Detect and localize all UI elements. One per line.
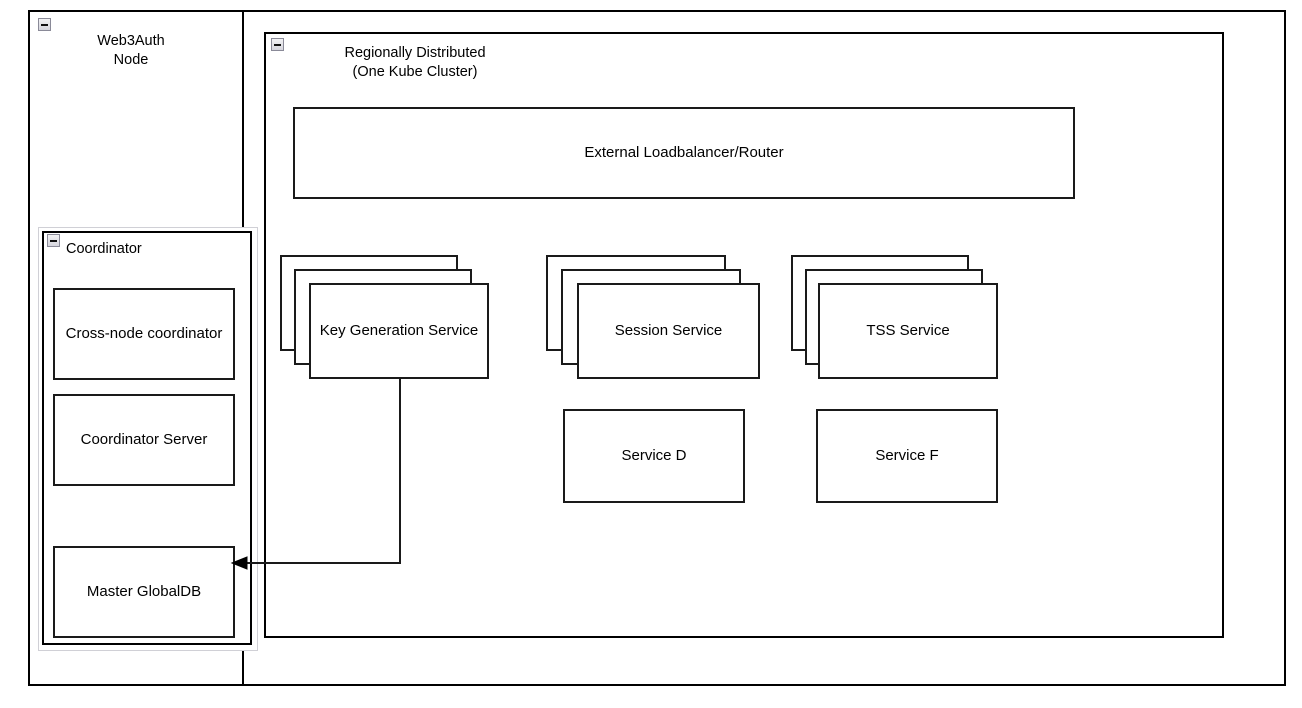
node-key-generation-service[interactable]: Key Generation Service [309,283,489,379]
node-tss-service[interactable]: TSS Service [818,283,998,379]
collapse-minus-icon-kube-cluster[interactable] [271,38,284,51]
container-label-coordinator: Coordinator [66,241,142,257]
node-master-globaldb[interactable]: Master GlobalDB [53,546,235,638]
collapse-minus-icon-web3auth-node[interactable] [38,18,51,31]
collapse-minus-icon-coordinator[interactable] [47,234,60,247]
container-label-kube-cluster: Regionally Distributed (One Kube Cluster… [344,45,486,80]
container-label-web3auth-node: Web3Auth Node [97,33,165,68]
node-coordinator-server[interactable]: Coordinator Server [53,394,235,486]
node-service-d[interactable]: Service D [563,409,745,503]
node-service-f[interactable]: Service F [816,409,998,503]
node-session-service[interactable]: Session Service [577,283,760,379]
node-external-loadbalancer[interactable]: External Loadbalancer/Router [293,107,1075,199]
node-cross-node-coordinator[interactable]: Cross-node coordinator [53,288,235,380]
